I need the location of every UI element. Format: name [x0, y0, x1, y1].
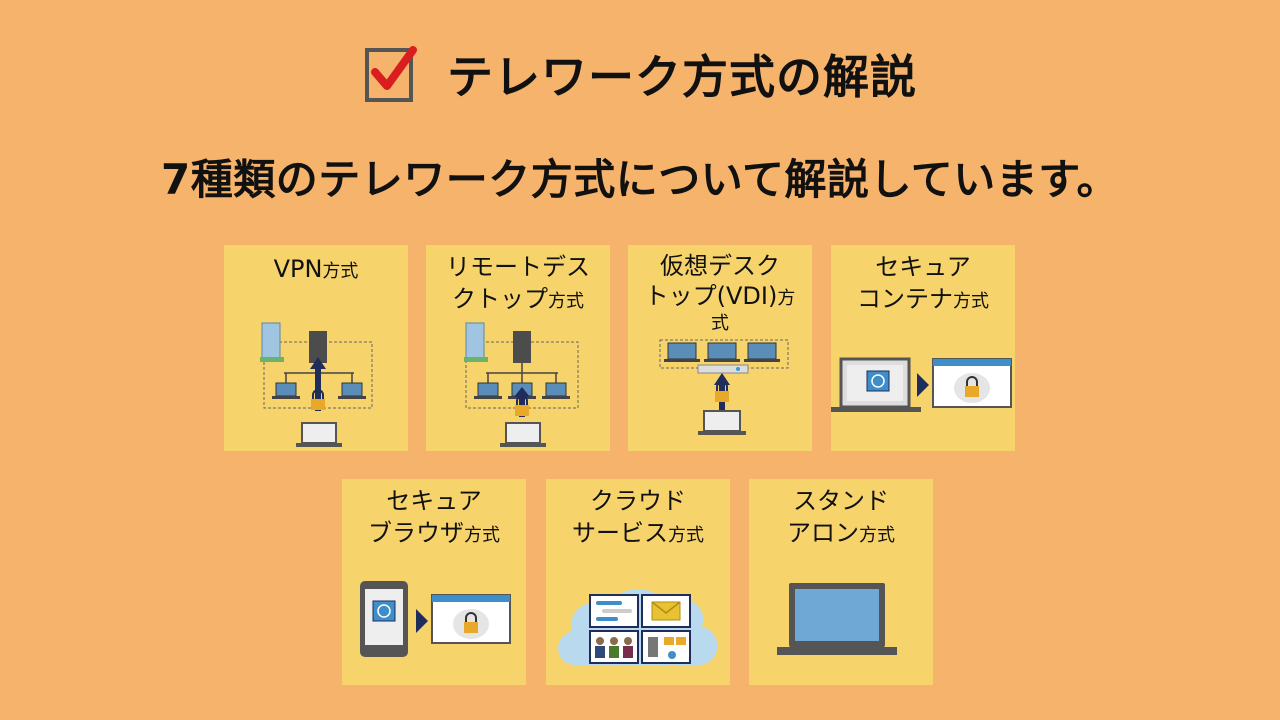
card-title: 仮想デスク トップ(VDI)方 式	[628, 251, 812, 334]
card-title-line1: リモートデス	[446, 253, 590, 281]
card-vpn: VPN方式	[224, 245, 408, 451]
card-title-line2: トップ(VDI)	[644, 282, 778, 310]
standalone-laptop-icon	[777, 583, 897, 655]
header: テレワーク方式の解説	[0, 38, 1280, 110]
card-title-line1: スタンド	[793, 487, 889, 515]
card-title-line1: セキュア	[386, 487, 482, 515]
card-title-line3: 式	[711, 313, 729, 334]
card-title-suffix: 方式	[548, 291, 584, 312]
page-subtitle: 7種類のテレワーク方式について解説しています。	[160, 155, 1119, 204]
card-title-suffix: 方式	[322, 261, 359, 282]
card-title-suffix: 方	[777, 288, 796, 309]
card-title-line1: セキュア	[875, 253, 971, 281]
card-title: クラウド サービス方式	[546, 485, 730, 552]
card-title-suffix: 方式	[859, 525, 895, 546]
cloud-services-icon	[558, 588, 718, 665]
card-title-suffix: 方式	[464, 525, 500, 546]
vdi-network-icon	[659, 339, 789, 435]
vpn-network-icon	[260, 322, 373, 447]
card-title: セキュア コンテナ方式	[831, 251, 1015, 318]
card-cloud-service: クラウド サービス方式	[546, 479, 730, 685]
card-title-line2: ブラウザ	[368, 519, 464, 547]
card-title: リモートデス クトップ方式	[426, 251, 610, 318]
checkbox-check-icon	[365, 46, 417, 102]
card-title-suffix: 方式	[668, 525, 704, 546]
card-secure-container: セキュア コンテナ方式	[831, 245, 1015, 451]
card-remote-desktop: リモートデス クトップ方式	[426, 245, 610, 451]
card-title-line2: クトップ	[452, 285, 548, 313]
remote-desktop-network-icon	[464, 322, 579, 447]
laptop-to-secure-window-icon	[831, 357, 1012, 412]
card-title: セキュア ブラウザ方式	[342, 485, 526, 552]
card-vdi: 仮想デスク トップ(VDI)方 式	[628, 245, 812, 451]
card-title-line2: コンテナ	[857, 285, 953, 313]
card-title-main: VPN	[273, 255, 323, 283]
tablet-to-secure-window-icon	[360, 581, 511, 657]
page-title: テレワーク方式の解説	[447, 50, 917, 104]
card-secure-browser: セキュア ブラウザ方式	[342, 479, 526, 685]
card-title-line2: アロン	[787, 519, 859, 547]
card-title: スタンド アロン方式	[749, 485, 933, 552]
card-title-line1: クラウド	[590, 487, 686, 515]
card-title: VPN方式	[224, 253, 408, 288]
card-title-line2: サービス	[572, 519, 668, 547]
card-standalone: スタンド アロン方式	[749, 479, 933, 685]
card-title-suffix: 方式	[953, 291, 989, 312]
card-title-line1: 仮想デスク	[660, 252, 780, 280]
